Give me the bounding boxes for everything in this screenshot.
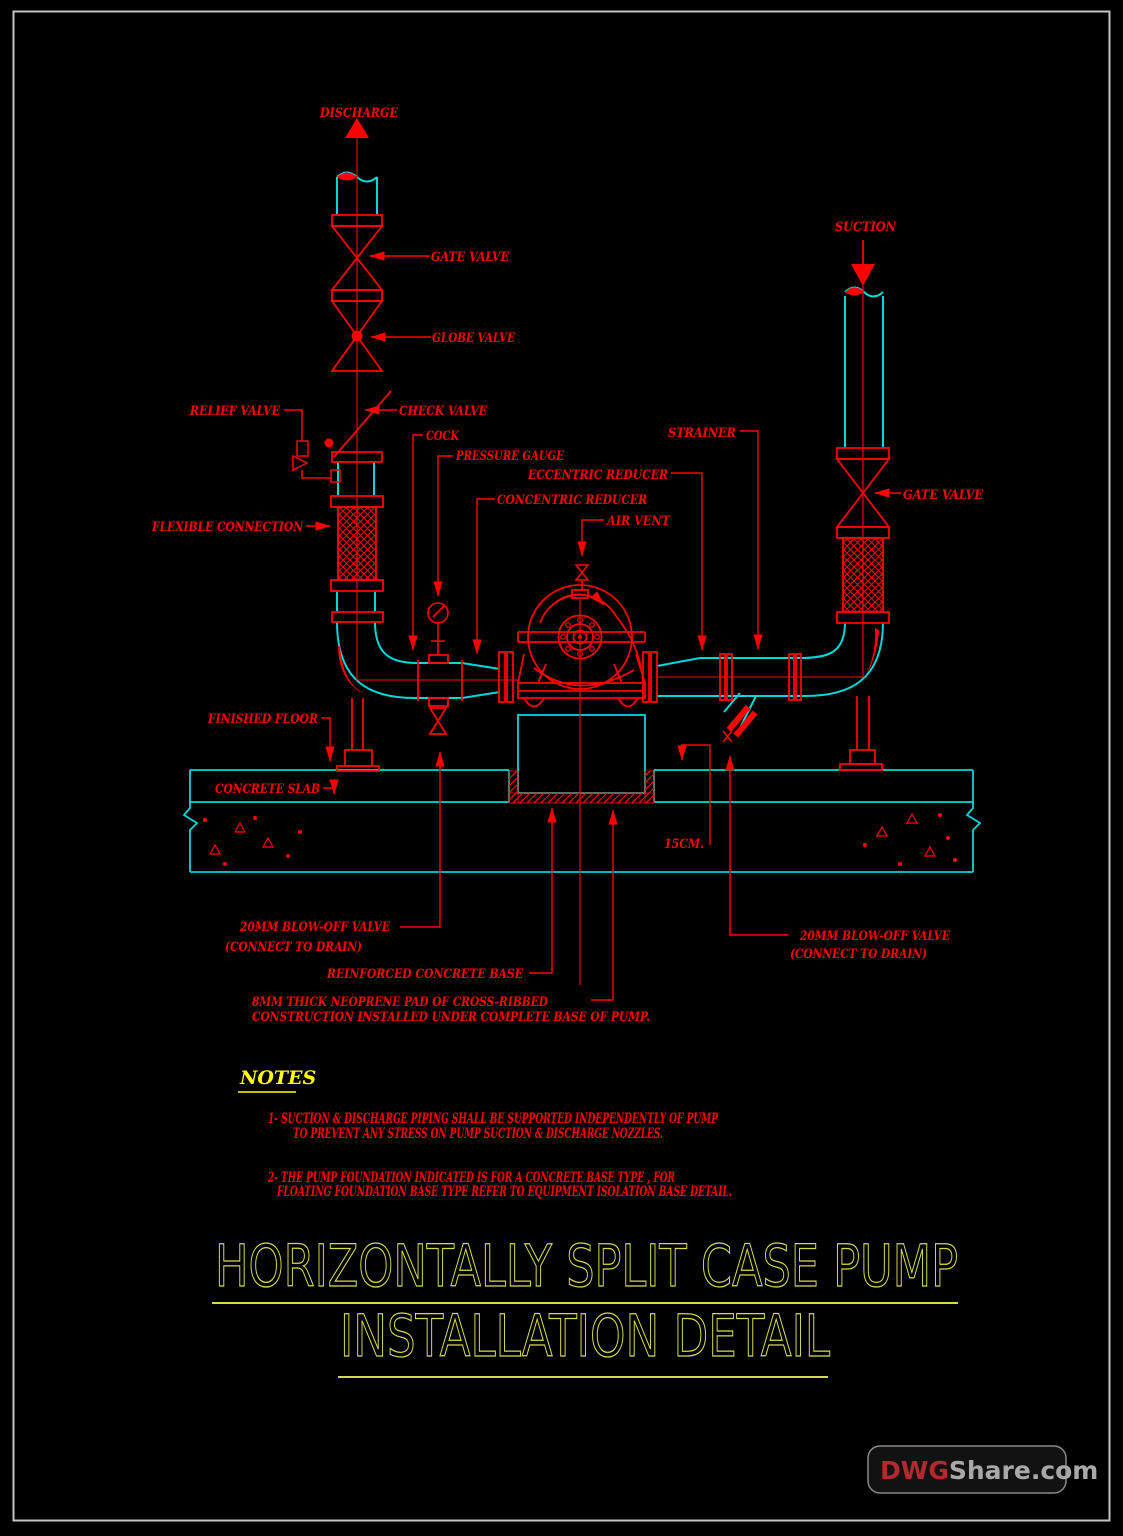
note2-line2: FLOATING FOUNDATION BASE TYPE REFER TO E… (276, 1184, 732, 1200)
label-concrete-slab: CONCRETE SLAB (215, 782, 320, 797)
right-elbow-outer (804, 621, 884, 697)
label-blow-off-left-2: (CONNECT TO DRAIN) (225, 940, 362, 955)
concrete-slab (182, 714, 982, 873)
eccentric-reducer-shape (656, 657, 701, 697)
strainer-symbol (722, 704, 758, 743)
label-eccentric-reducer: ECCENTRIC REDUCER (527, 468, 668, 483)
pressure-gauge-symbol (427, 602, 449, 655)
label-concentric-reducer: CONCENTRIC REDUCER (497, 493, 647, 508)
relief-valve-symbol (284, 409, 341, 483)
label-discharge: DISCHARGE (319, 106, 399, 121)
neoprene-pad (508, 770, 655, 804)
slab-break-left (182, 770, 199, 872)
pump-hub-bolts (560, 617, 600, 657)
title-line1: HORIZONTALLY SPLIT CASE PUMP (215, 1232, 958, 1300)
discharge-pipe-stub (336, 177, 378, 215)
flexible-connection-right (842, 537, 884, 613)
rotation-arrow (549, 591, 605, 609)
red-geometry (284, 118, 891, 985)
right-horizontal-pipe (700, 657, 805, 697)
notes-section: NOTES 1- SUCTION & DISCHARGE PIPING SHAL… (238, 1067, 732, 1200)
note2-line1: 2- THE PUMP FOUNDATION INDICATED IS FOR … (267, 1170, 675, 1186)
label-strainer: STRAINER (668, 426, 736, 441)
note1-line1: 1- SUCTION & DISCHARGE PIPING SHALL BE S… (268, 1111, 719, 1127)
note1-line2: TO PREVENT ANY STRESS ON PUMP SUCTION & … (293, 1126, 663, 1142)
label-cock: COCK (426, 429, 460, 444)
left-elbow-outer (336, 621, 416, 699)
suction-pipe (844, 296, 884, 448)
label-neoprene-2: CONSTRUCTION INSTALLED UNDER COMPLETE BA… (252, 1010, 650, 1025)
tee-stub-bottom (428, 697, 449, 707)
watermark: DWGShare.com (867, 1445, 1098, 1494)
pump-casing (527, 584, 633, 690)
label-blow-off-left-1: 20MM BLOW-OFF VALVE (239, 920, 391, 935)
watermark-dwg: DWG (880, 1456, 949, 1485)
left-elbow-inner (374, 621, 418, 664)
drawing-title: HORIZONTALLY SPLIT CASE PUMP INSTALLATIO… (212, 1231, 959, 1378)
leader-lines (306, 251, 901, 1001)
label-dim-15cm: 15CM. (664, 837, 704, 852)
watermark-box (867, 1445, 1067, 1494)
pump-pedestal (517, 653, 646, 684)
pipe-support-left (336, 698, 380, 772)
concrete-base-block (517, 714, 646, 794)
right-elbow-weld (852, 628, 879, 690)
label-check-valve: CHECK VALVE (399, 404, 488, 419)
centerlines (356, 138, 864, 985)
strainer-leg (723, 692, 757, 729)
sheet-border (12, 10, 1111, 1522)
label-blow-off-right-1: 20MM BLOW-OFF VALVE (799, 929, 951, 944)
pump-shaft (517, 631, 646, 643)
label-globe-valve: GLOBE VALVE (432, 331, 516, 346)
air-vent-symbol (574, 564, 590, 590)
globe-valve-symbol (330, 300, 384, 372)
label-neoprene-1: 8MM THICK NEOPRENE PAD OF CROSS-RIBBED (252, 995, 549, 1010)
label-gate-valve-left: GATE VALVE (431, 250, 510, 265)
blow-off-valve-left (428, 707, 448, 735)
label-pressure-gauge: PRESSURE GAUGE (455, 449, 565, 464)
discharge-arrow (345, 118, 369, 138)
label-flexible-connection: FLEXIBLE CONNECTION (151, 520, 304, 535)
left-elbow-weld (338, 646, 370, 696)
label-air-vent: AIR VENT (605, 514, 671, 529)
suction-arrow (851, 264, 875, 286)
title-line2: INSTALLATION DETAIL (340, 1302, 830, 1370)
right-elbow-inner (799, 621, 846, 659)
pipe-joints-left (417, 660, 463, 701)
pump-feet (523, 697, 639, 708)
label-gate-valve-right: GATE VALVE (903, 488, 984, 503)
pump-assembly (517, 584, 646, 708)
watermark-share: Share.com (949, 1456, 1099, 1485)
label-suction: SUCTION (835, 220, 897, 235)
label-reinforced-base: REINFORCED CONCRETE BASE (326, 967, 524, 982)
concentric-reducer-shape (461, 662, 501, 699)
slab-aggregate-marks (203, 812, 957, 866)
label-blow-off-right-2: (CONNECT TO DRAIN) (790, 947, 927, 962)
watermark-text: DWGShare.com (880, 1456, 1098, 1485)
dim-15cm-leader (677, 744, 711, 845)
annotation-labels: DISCHARGE GATE VALVE GLOBE VALVE CHECK V… (151, 106, 984, 1025)
strainer-drain-valve (722, 730, 733, 743)
pipe-support-right (839, 696, 883, 771)
check-valve-symbol (324, 390, 392, 458)
label-finished-floor: FINISHED FLOOR (207, 712, 318, 727)
tee-stub-top (428, 654, 449, 664)
label-relief-valve: RELIEF VALVE (189, 404, 281, 419)
flexible-connection-left (337, 506, 377, 581)
pump-vent-boss (571, 589, 589, 599)
notes-heading: NOTES (239, 1067, 316, 1089)
slab-break-right (965, 770, 982, 872)
